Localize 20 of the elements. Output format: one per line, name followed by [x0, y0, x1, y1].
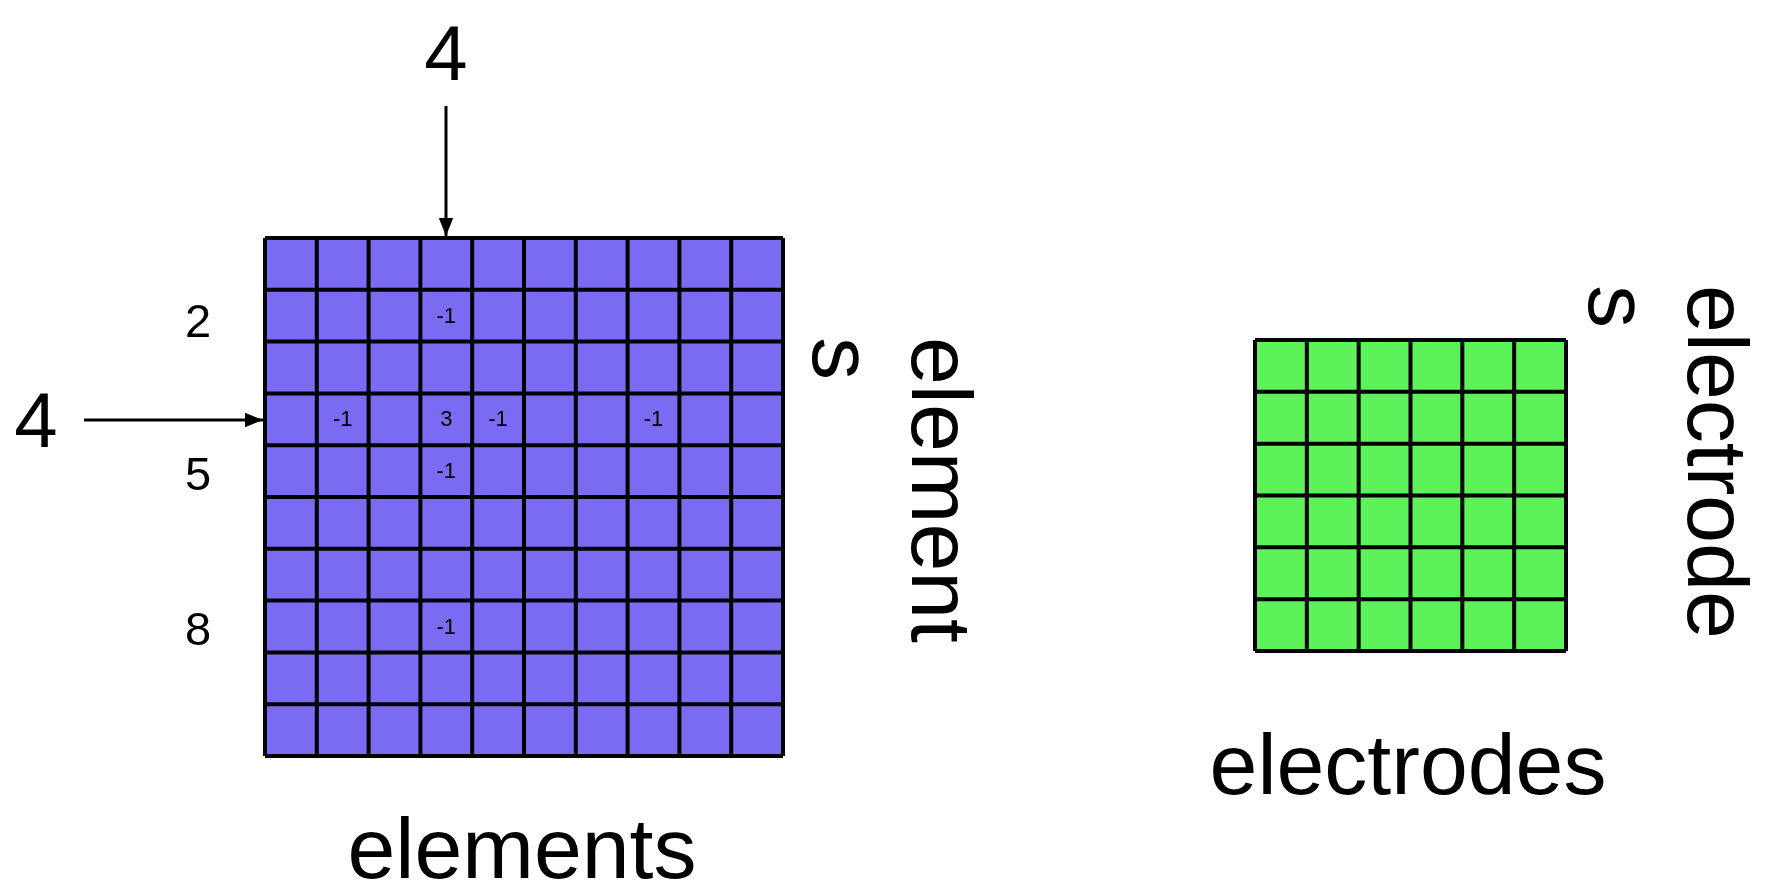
cell-value: -1 — [435, 458, 458, 485]
cell-value: 3 — [439, 406, 454, 433]
axis-label: elements — [794, 337, 991, 645]
arrow — [438, 106, 454, 236]
row-number: 8 — [183, 602, 213, 656]
row-number: 5 — [183, 447, 213, 501]
axis-label: elements — [346, 799, 698, 890]
number-label: 4 — [416, 10, 476, 96]
axis-label: electrodes — [1208, 715, 1608, 814]
grid — [265, 238, 783, 756]
grid — [1255, 340, 1566, 651]
arrow — [84, 412, 263, 428]
cell-value: -1 — [435, 302, 458, 329]
number-label: 4 — [6, 377, 66, 463]
cell-value: -1 — [642, 406, 665, 433]
axis-label: electrodes — [1570, 285, 1767, 641]
cell-value: -1 — [487, 406, 509, 433]
row-number: 2 — [183, 294, 213, 348]
cell-value: -1 — [331, 406, 354, 433]
cell-value: -1 — [435, 613, 458, 640]
